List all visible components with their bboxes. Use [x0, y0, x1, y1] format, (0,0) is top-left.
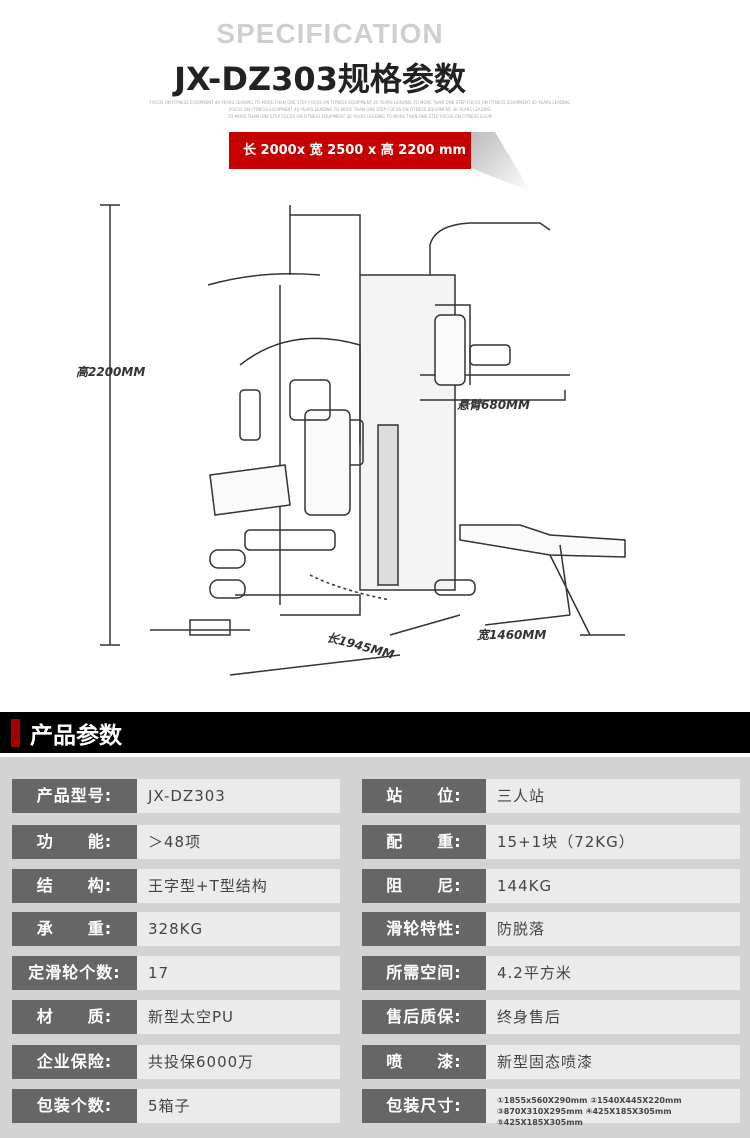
arm-label: 悬臂680MM: [457, 398, 530, 412]
width-label: 宽1460MM: [477, 628, 547, 642]
param-value: 终身售后: [486, 1000, 740, 1034]
param-label: 滑轮特性:: [362, 912, 486, 946]
param-label: 企业保险:: [12, 1045, 137, 1079]
param-value: 防脱落: [486, 912, 740, 946]
table-row: 材 质:新型太空PU 售后质保:终身售后: [0, 1000, 750, 1034]
param-value: 4.2平方米: [486, 956, 740, 990]
table-row: 承 重:328KG 滑轮特性:防脱落: [0, 912, 750, 946]
param-label: 配 重:: [362, 825, 486, 859]
dimensions-banner: 长 2000x 宽 2500 x 高 2200 mm: [229, 132, 471, 169]
gym-machine-diagram: [100, 204, 626, 676]
param-value: ①1855x560X290mm ②1540X445X220mm ③870X310…: [486, 1089, 740, 1127]
param-label: 产品型号:: [12, 779, 137, 813]
tagline: FOCUS ON FITNESS EQUIPMENT 40 YEARS LEAD…: [149, 100, 571, 105]
param-value: 王字型+T型结构: [137, 869, 340, 903]
page-title: JX-DZ303规格参数: [174, 60, 466, 98]
section-header: 产品参数: [0, 712, 750, 753]
banner-shadow: [471, 132, 531, 192]
param-value: 144KG: [486, 869, 740, 903]
table-row: 包装个数:5箱子包装尺寸:①1855x560X290mm ②1540X445X2…: [0, 1089, 750, 1127]
section-title: 产品参数: [30, 723, 122, 749]
param-label: 功 能:: [12, 825, 137, 859]
param-value: 新型太空PU: [137, 1000, 340, 1034]
param-label: 定滑轮个数:: [12, 956, 137, 990]
accent-bar: [11, 719, 20, 747]
param-value: JX-DZ303: [137, 779, 340, 813]
table-row: 功 能:＞48项配 重:15+1块（72KG）: [0, 825, 750, 859]
params-table: 产品型号:JX-DZ303 站 位:三人站功 能:＞48项配 重:15+1块（72…: [0, 757, 750, 1138]
subtitle: SPECIFICATION: [216, 18, 444, 49]
param-label: 承 重:: [12, 912, 137, 946]
param-value: 共投保6000万: [137, 1045, 340, 1079]
table-row: 企业保险:共投保6000万喷 漆:新型固态喷漆: [0, 1045, 750, 1079]
param-label: 售后质保:: [362, 1000, 486, 1034]
table-row: 定滑轮个数:17 所需空间:4.2平方米: [0, 956, 750, 990]
table-row: 产品型号:JX-DZ303 站 位:三人站: [0, 779, 750, 813]
param-label: 包装个数:: [12, 1089, 137, 1123]
param-value: 328KG: [137, 912, 340, 946]
tagline: FOCUS ON FITNESS EQUIPMENT 40 YEARS LEAD…: [228, 107, 492, 112]
param-label: 所需空间:: [362, 956, 486, 990]
table-row: 结 构:王字型+T型结构阻 尼:144KG: [0, 869, 750, 903]
param-label: 结 构:: [12, 869, 137, 903]
param-label: 材 质:: [12, 1000, 137, 1034]
param-value: 新型固态喷漆: [486, 1045, 740, 1079]
param-value: 15+1块（72KG）: [486, 825, 740, 859]
tagline: TO MORE THAN ONE STEP FOCUS ON FITNESS E…: [227, 114, 493, 119]
param-value: 17: [137, 956, 340, 990]
param-label: 包装尺寸:: [362, 1089, 486, 1123]
param-label: 喷 漆:: [362, 1045, 486, 1079]
param-value: ＞48项: [137, 825, 340, 859]
param-label: 站 位:: [362, 779, 486, 813]
height-label: 高2200MM: [76, 365, 146, 379]
param-label: 阻 尼:: [362, 869, 486, 903]
param-value: 5箱子: [137, 1089, 340, 1123]
param-value: 三人站: [486, 779, 740, 813]
